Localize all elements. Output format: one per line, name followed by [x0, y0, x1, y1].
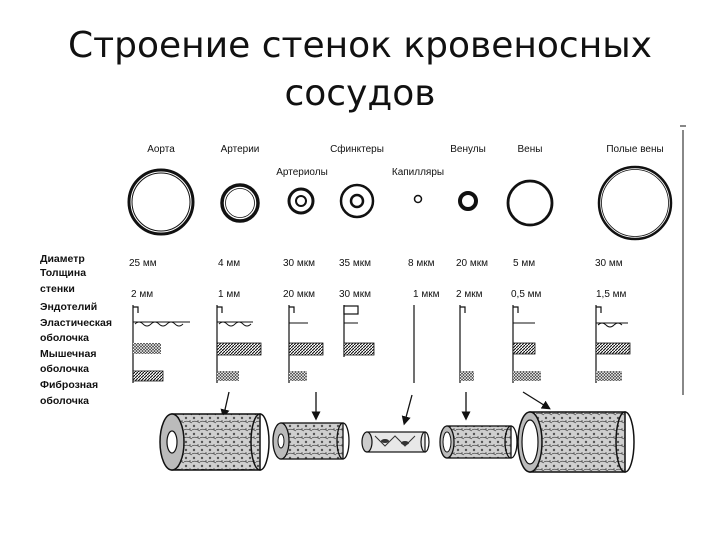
row-label-elastic-2: оболочка	[40, 332, 89, 344]
vessel-name-aorta: Аорта	[147, 144, 175, 155]
thickness-arteries: 1 мм	[218, 289, 240, 300]
composition-arterioles	[288, 305, 324, 383]
thickness-aorta: 2 мм	[131, 289, 153, 300]
diameter-veins: 5 мм	[513, 258, 535, 269]
slide-title: Строение стенок кровеносных сосудов	[0, 22, 720, 118]
row-label-fibrous-1: Фиброзная	[40, 379, 98, 391]
thickness-sphincters: 30 мкм	[339, 289, 371, 300]
vena-cava-cross-section	[597, 165, 673, 241]
vessel-name-venae-cavae: Полые вены	[606, 144, 663, 155]
thickness-arterioles: 20 мкм	[283, 289, 315, 300]
row-label-muscle-2: оболочка	[40, 363, 89, 375]
composition-venules	[459, 305, 474, 383]
row-label-diameter: Диаметр	[40, 253, 85, 265]
row-label-muscle-1: Мышечная	[40, 348, 96, 360]
vessel-name-sphincters: Сфинктеры	[330, 143, 384, 155]
sphincter-cross-section	[339, 183, 375, 219]
row-label-thickness-1: Толщина	[40, 267, 86, 279]
title-line-2: сосудов	[284, 73, 436, 114]
vessel-name-venules: Венулы	[450, 144, 486, 155]
capillary-cross-section	[413, 194, 423, 204]
composition-venae-cavae	[595, 305, 631, 383]
artery-3d-illustration	[159, 413, 270, 471]
diameter-arterioles: 30 мкм	[283, 258, 315, 269]
row-label-elastic-1: Эластическая	[40, 317, 112, 329]
vessel-name-capillaries: Капилляры	[392, 167, 444, 178]
row-label-thickness-2: стенки	[40, 283, 75, 295]
artery-cross-section	[220, 183, 260, 223]
composition-arteries	[216, 305, 262, 383]
diameter-arteries: 4 мм	[218, 258, 240, 269]
diameter-venae-cavae: 30 мм	[595, 258, 623, 269]
title-line-1: Строение стенок кровеносных	[68, 25, 652, 66]
diameter-venules: 20 мкм	[456, 258, 488, 269]
thickness-venules: 2 мкм	[456, 289, 483, 300]
row-label-fibrous-2: оболочка	[40, 395, 89, 407]
vein-cross-section	[506, 179, 554, 227]
thickness-capillaries: 1 мкм	[413, 289, 440, 300]
arteriole-cross-section	[287, 187, 315, 215]
vein-3d-illustration	[517, 411, 635, 473]
row-label-endothelium: Эндотелий	[40, 301, 97, 313]
diameter-sphincters: 35 мкм	[339, 258, 371, 269]
venule-cross-section	[458, 191, 478, 211]
vessel-name-arteries: Артерии	[221, 144, 260, 155]
diameter-aorta: 25 мм	[129, 258, 157, 269]
diameter-capillaries: 8 мкм	[408, 258, 435, 269]
composition-veins	[512, 305, 541, 383]
aorta-cross-section	[127, 168, 195, 236]
composition-sphincters	[343, 305, 375, 357]
venule-3d-illustration	[439, 425, 518, 459]
row-labels: Диаметр Толщина стенки Эндотелий Эластич…	[40, 253, 112, 407]
composition-aorta	[132, 305, 190, 383]
pointer-arrows	[220, 391, 551, 426]
vessel-name-veins: Вены	[518, 144, 543, 155]
vessel-name-arterioles: Артериолы	[276, 167, 328, 178]
thickness-venae-cavae: 1,5 мм	[596, 289, 627, 300]
thickness-veins: 0,5 мм	[511, 289, 542, 300]
capillary-3d-illustration	[361, 431, 430, 453]
arteriole-3d-illustration	[272, 422, 350, 460]
